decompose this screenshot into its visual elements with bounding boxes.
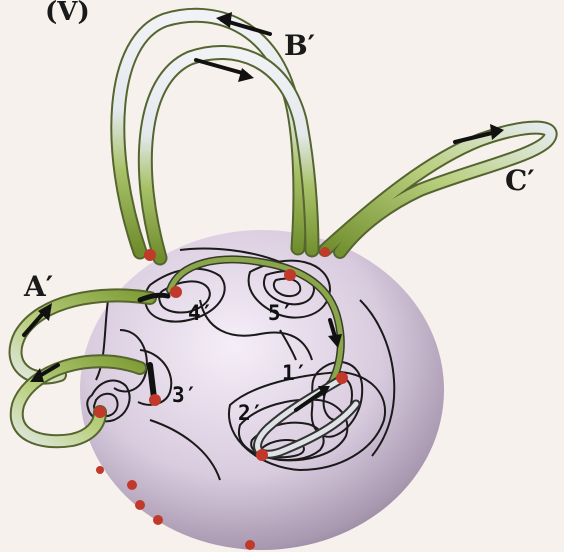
footpoint-dot: [170, 286, 182, 298]
loop-label-c: C′: [505, 164, 535, 197]
footpoint-dot: [135, 500, 145, 510]
footpoint-dot: [153, 515, 163, 525]
node-label-3: 3′: [172, 383, 197, 407]
footpoint-dot: [256, 449, 268, 461]
node-label-5: 5′: [268, 301, 293, 325]
footpoint-dot: [320, 247, 330, 257]
node-label-1: 1′: [282, 361, 307, 385]
footpoint-dot: [96, 466, 104, 474]
panel-label: (V): [45, 0, 90, 27]
footpoint-dot: [149, 394, 161, 406]
loop-label-a: A′: [23, 270, 53, 303]
footpoint-dot: [336, 372, 348, 384]
footpoint-dot: [284, 269, 296, 281]
footpoint-dot: [127, 480, 137, 490]
footpoint-dot: [245, 540, 255, 550]
node-label-4: 4′: [188, 301, 213, 325]
flux-tube-b: [118, 12, 312, 258]
loop-label-b: B′: [284, 29, 315, 62]
footpoint-dot: [144, 249, 156, 261]
node-label-2: 2′: [238, 401, 263, 425]
footpoint-dot: [94, 406, 106, 418]
